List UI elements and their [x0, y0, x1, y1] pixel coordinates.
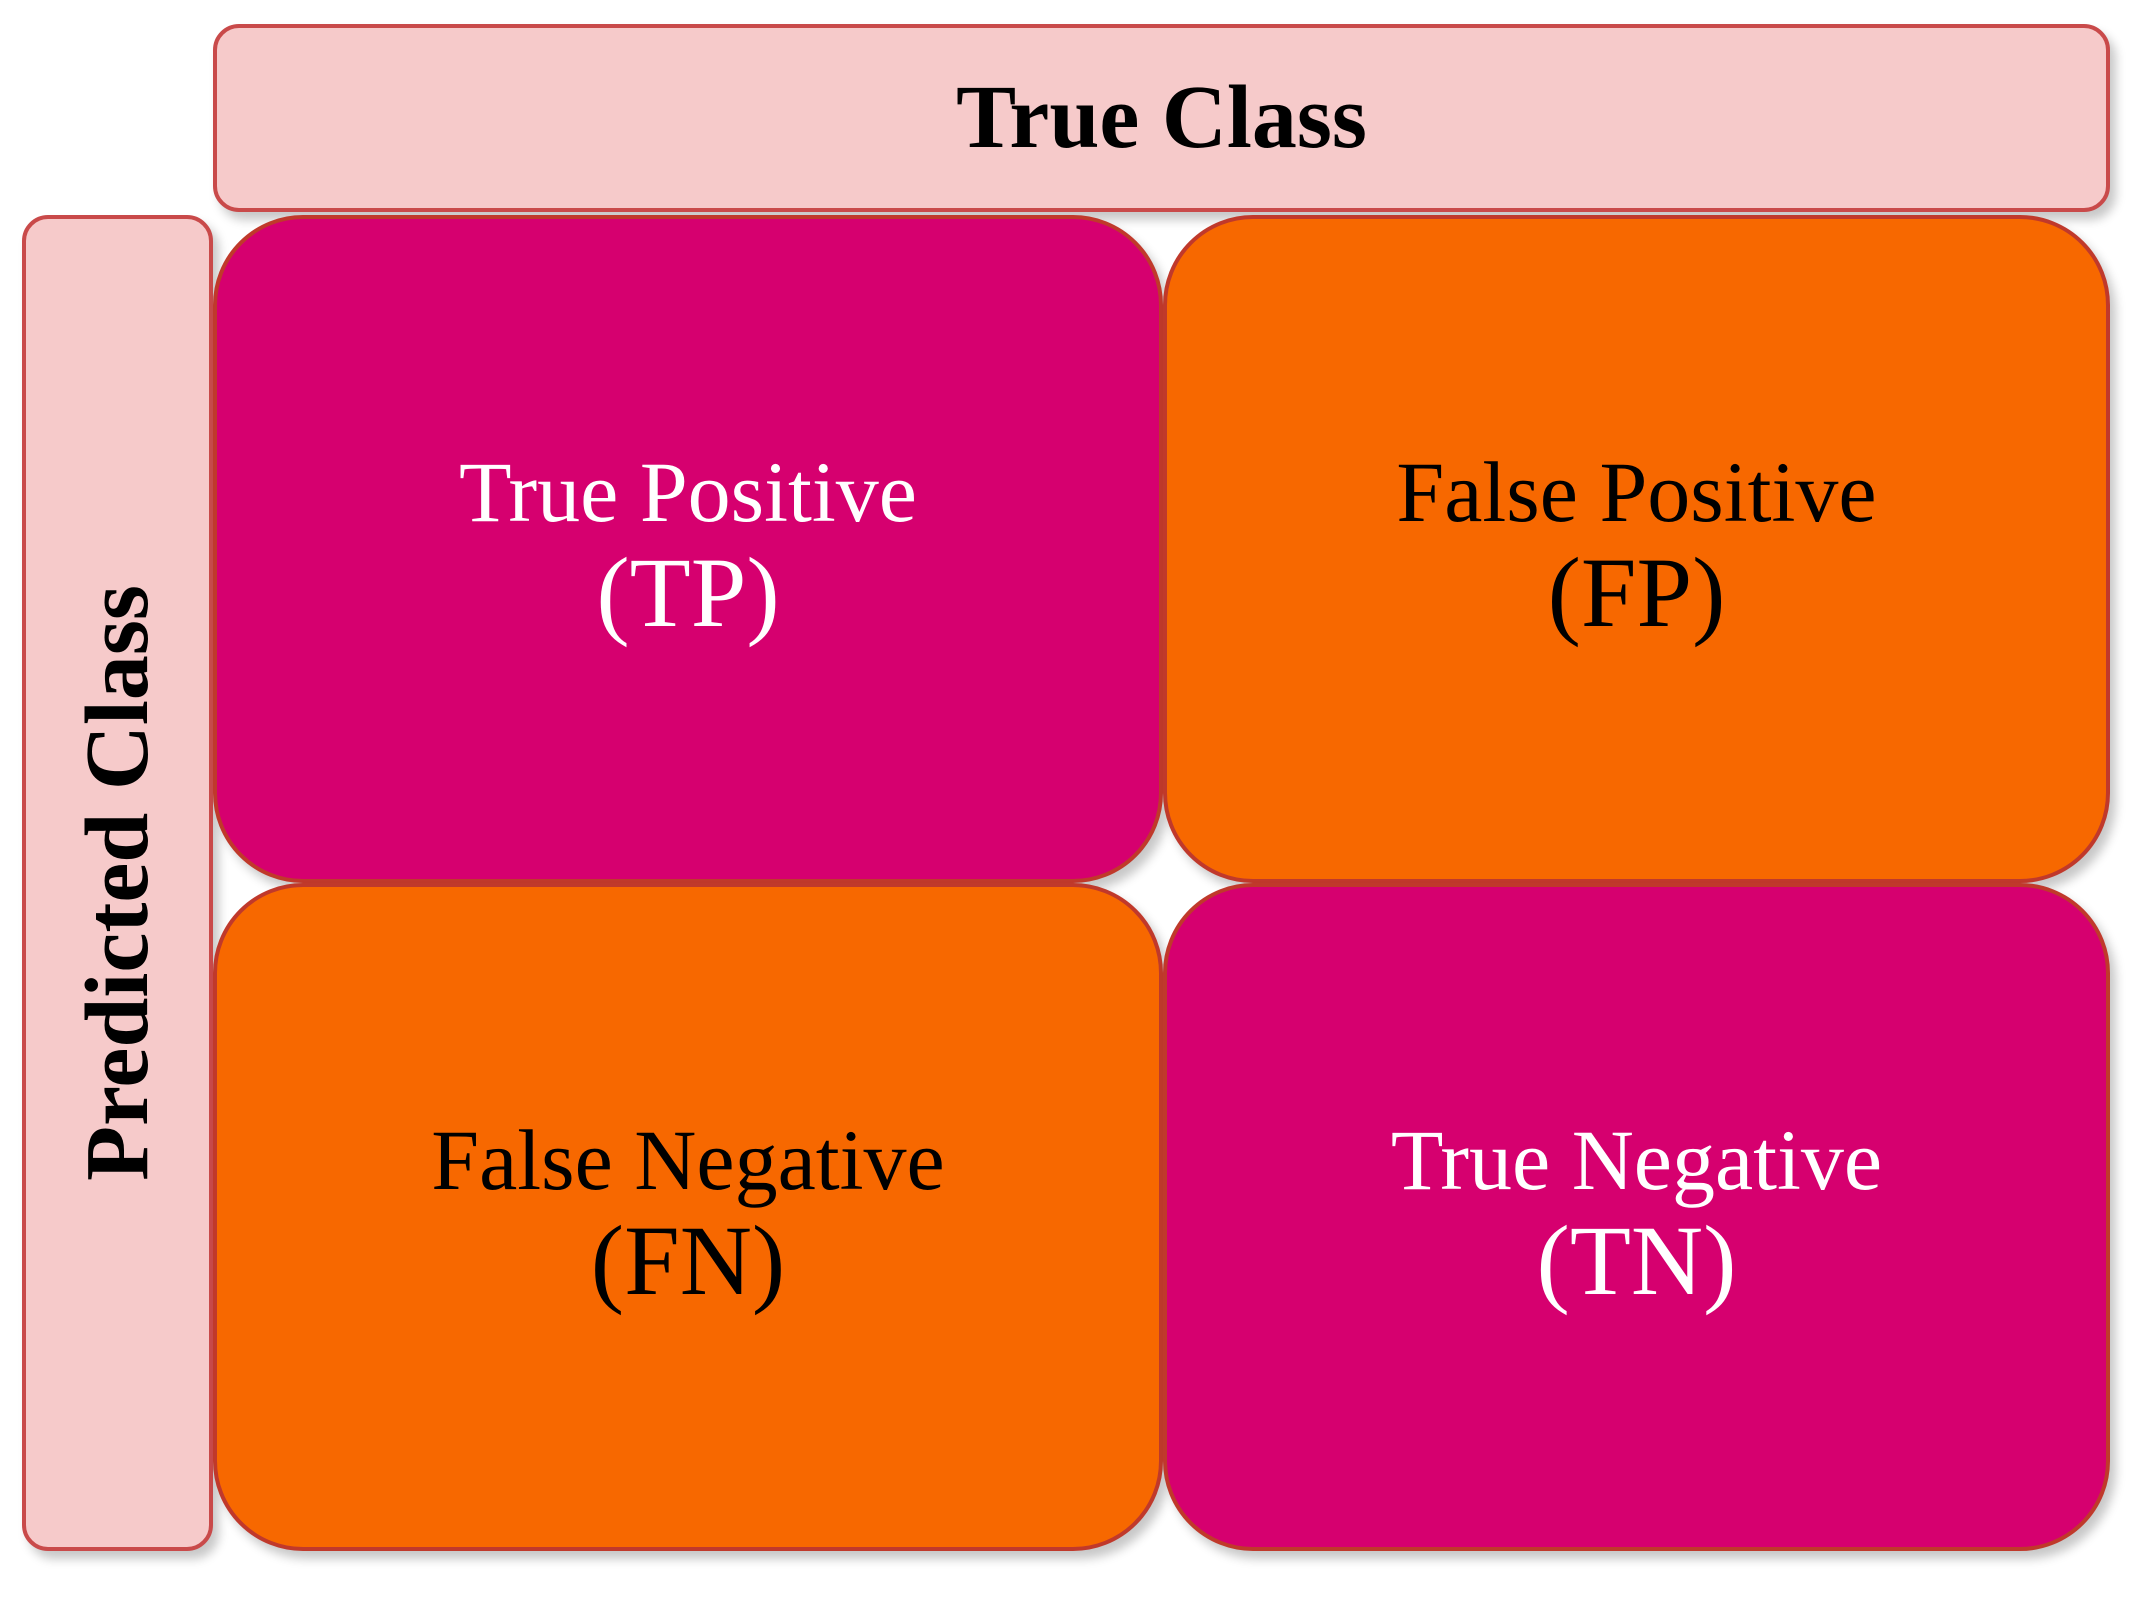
true-positive-label: True Positive: [459, 443, 917, 540]
false-negative-abbr: (FN): [590, 1204, 786, 1316]
true-negative-label: True Negative: [1390, 1111, 1883, 1208]
true-negative-abbr: (TN): [1536, 1204, 1737, 1316]
true-class-label: True Class: [956, 68, 1367, 167]
true-class-header: True Class: [213, 24, 2110, 212]
predicted-class-label: Predicted Class: [67, 585, 167, 1181]
false-positive-label: False Positive: [1396, 443, 1877, 540]
true-negative-cell: True Negative (TN): [1163, 883, 2110, 1551]
false-positive-abbr: (FP): [1547, 536, 1726, 648]
predicted-class-sidebar: Predicted Class: [22, 215, 213, 1551]
false-negative-cell: False Negative (FN): [213, 883, 1163, 1551]
false-positive-cell: False Positive (FP): [1163, 215, 2110, 883]
false-negative-label: False Negative: [431, 1111, 945, 1208]
true-positive-abbr: (TP): [596, 536, 780, 648]
true-positive-cell: True Positive (TP): [213, 215, 1163, 883]
